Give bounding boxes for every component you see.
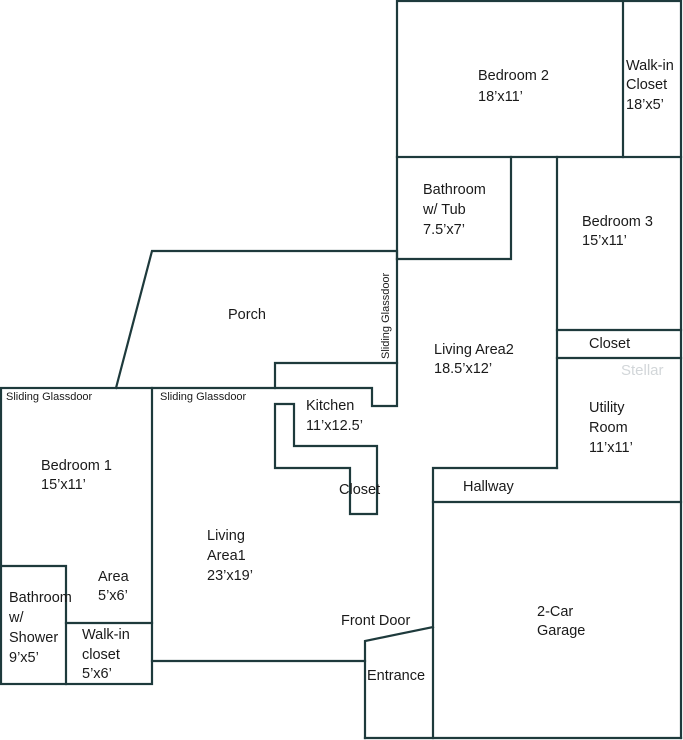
room-labels: Bedroom 2 18’x11’ Walk-in Closet 18’x5’ … <box>8 58 674 684</box>
label-garage-2: Garage <box>537 623 585 639</box>
label-bathroom-shower-2: w/ <box>8 610 24 626</box>
label-garage-1: 2-Car <box>537 604 573 620</box>
label-kitchen: Kitchen <box>306 398 354 414</box>
label-closet-kitchen: Closet <box>339 482 380 498</box>
label-bedroom2-size: 18’x11’ <box>478 89 523 105</box>
label-utility-1: Utility <box>589 400 625 416</box>
label-porch: Porch <box>228 307 266 323</box>
label-utility-2: Room <box>589 420 628 436</box>
label-bedroom3: Bedroom 3 <box>582 214 653 230</box>
label-living-area1-1: Living <box>207 528 245 544</box>
label-kitchen-size: 11’x12.5’ <box>306 418 363 434</box>
wall-bathroom-shower <box>0 564 68 686</box>
label-bathroom-shower-3: Shower <box>9 630 58 646</box>
label-walkin-top-size: 18’x5’ <box>626 97 664 113</box>
label-bathroom-shower-1: Bathroom <box>9 590 72 606</box>
label-sliding-vertical: Sliding Glassdoor <box>380 272 392 359</box>
label-utility-size: 11’x11’ <box>589 440 633 456</box>
wall-bathroom-tub <box>395 155 513 261</box>
label-walkin-top-1: Walk-in <box>626 58 674 74</box>
label-living-area2: Living Area2 <box>434 342 514 358</box>
label-hallway: Hallway <box>463 479 515 495</box>
wall-hallway <box>431 466 559 740</box>
label-bathroom-shower-size: 9’x5’ <box>9 650 39 666</box>
label-closet-right: Closet <box>589 336 630 352</box>
wall-porch-lower <box>273 257 399 390</box>
label-bedroom3-size: 15’x11’ <box>582 233 627 249</box>
label-bedroom1-size: 15’x11’ <box>41 477 86 493</box>
wall-kitchen-counter <box>150 361 399 408</box>
label-living-area1-2: Area1 <box>207 548 246 564</box>
label-walkin-top-2: Closet <box>626 77 667 93</box>
label-walkin-bottom-2: closet <box>82 647 120 663</box>
wall-bedroom1 <box>0 386 154 686</box>
label-bathroom-tub-1: Bathroom <box>423 182 486 198</box>
wall-bedroom2 <box>395 0 683 159</box>
door-labels: Sliding Glassdoor Sliding Glassdoor Slid… <box>6 272 392 403</box>
label-sliding-left: Sliding Glassdoor <box>6 391 93 403</box>
label-entrance: Entrance <box>367 668 425 684</box>
wall-entrance <box>363 625 435 740</box>
label-bedroom2: Bedroom 2 <box>478 68 549 84</box>
wall-kitchen-island <box>273 402 379 516</box>
label-bedroom1: Bedroom 1 <box>41 458 112 474</box>
label-bathroom-tub-size: 7.5’x7’ <box>423 222 465 238</box>
label-living-area2-size: 18.5’x12’ <box>434 361 492 377</box>
label-bathroom-tub-2: w/ Tub <box>422 202 466 218</box>
watermark: Stellar <box>621 362 664 379</box>
wall-porch <box>114 249 399 390</box>
label-walkin-bottom-1: Walk-in <box>82 627 130 643</box>
label-living-area1-size: 23’x19’ <box>207 568 253 584</box>
label-walkin-bottom-size: 5’x6’ <box>82 666 112 682</box>
label-area: Area <box>98 569 130 585</box>
label-sliding-center: Sliding Glassdoor <box>160 391 247 403</box>
label-area-size: 5’x6’ <box>98 588 128 604</box>
label-front-door: Front Door <box>341 613 410 629</box>
